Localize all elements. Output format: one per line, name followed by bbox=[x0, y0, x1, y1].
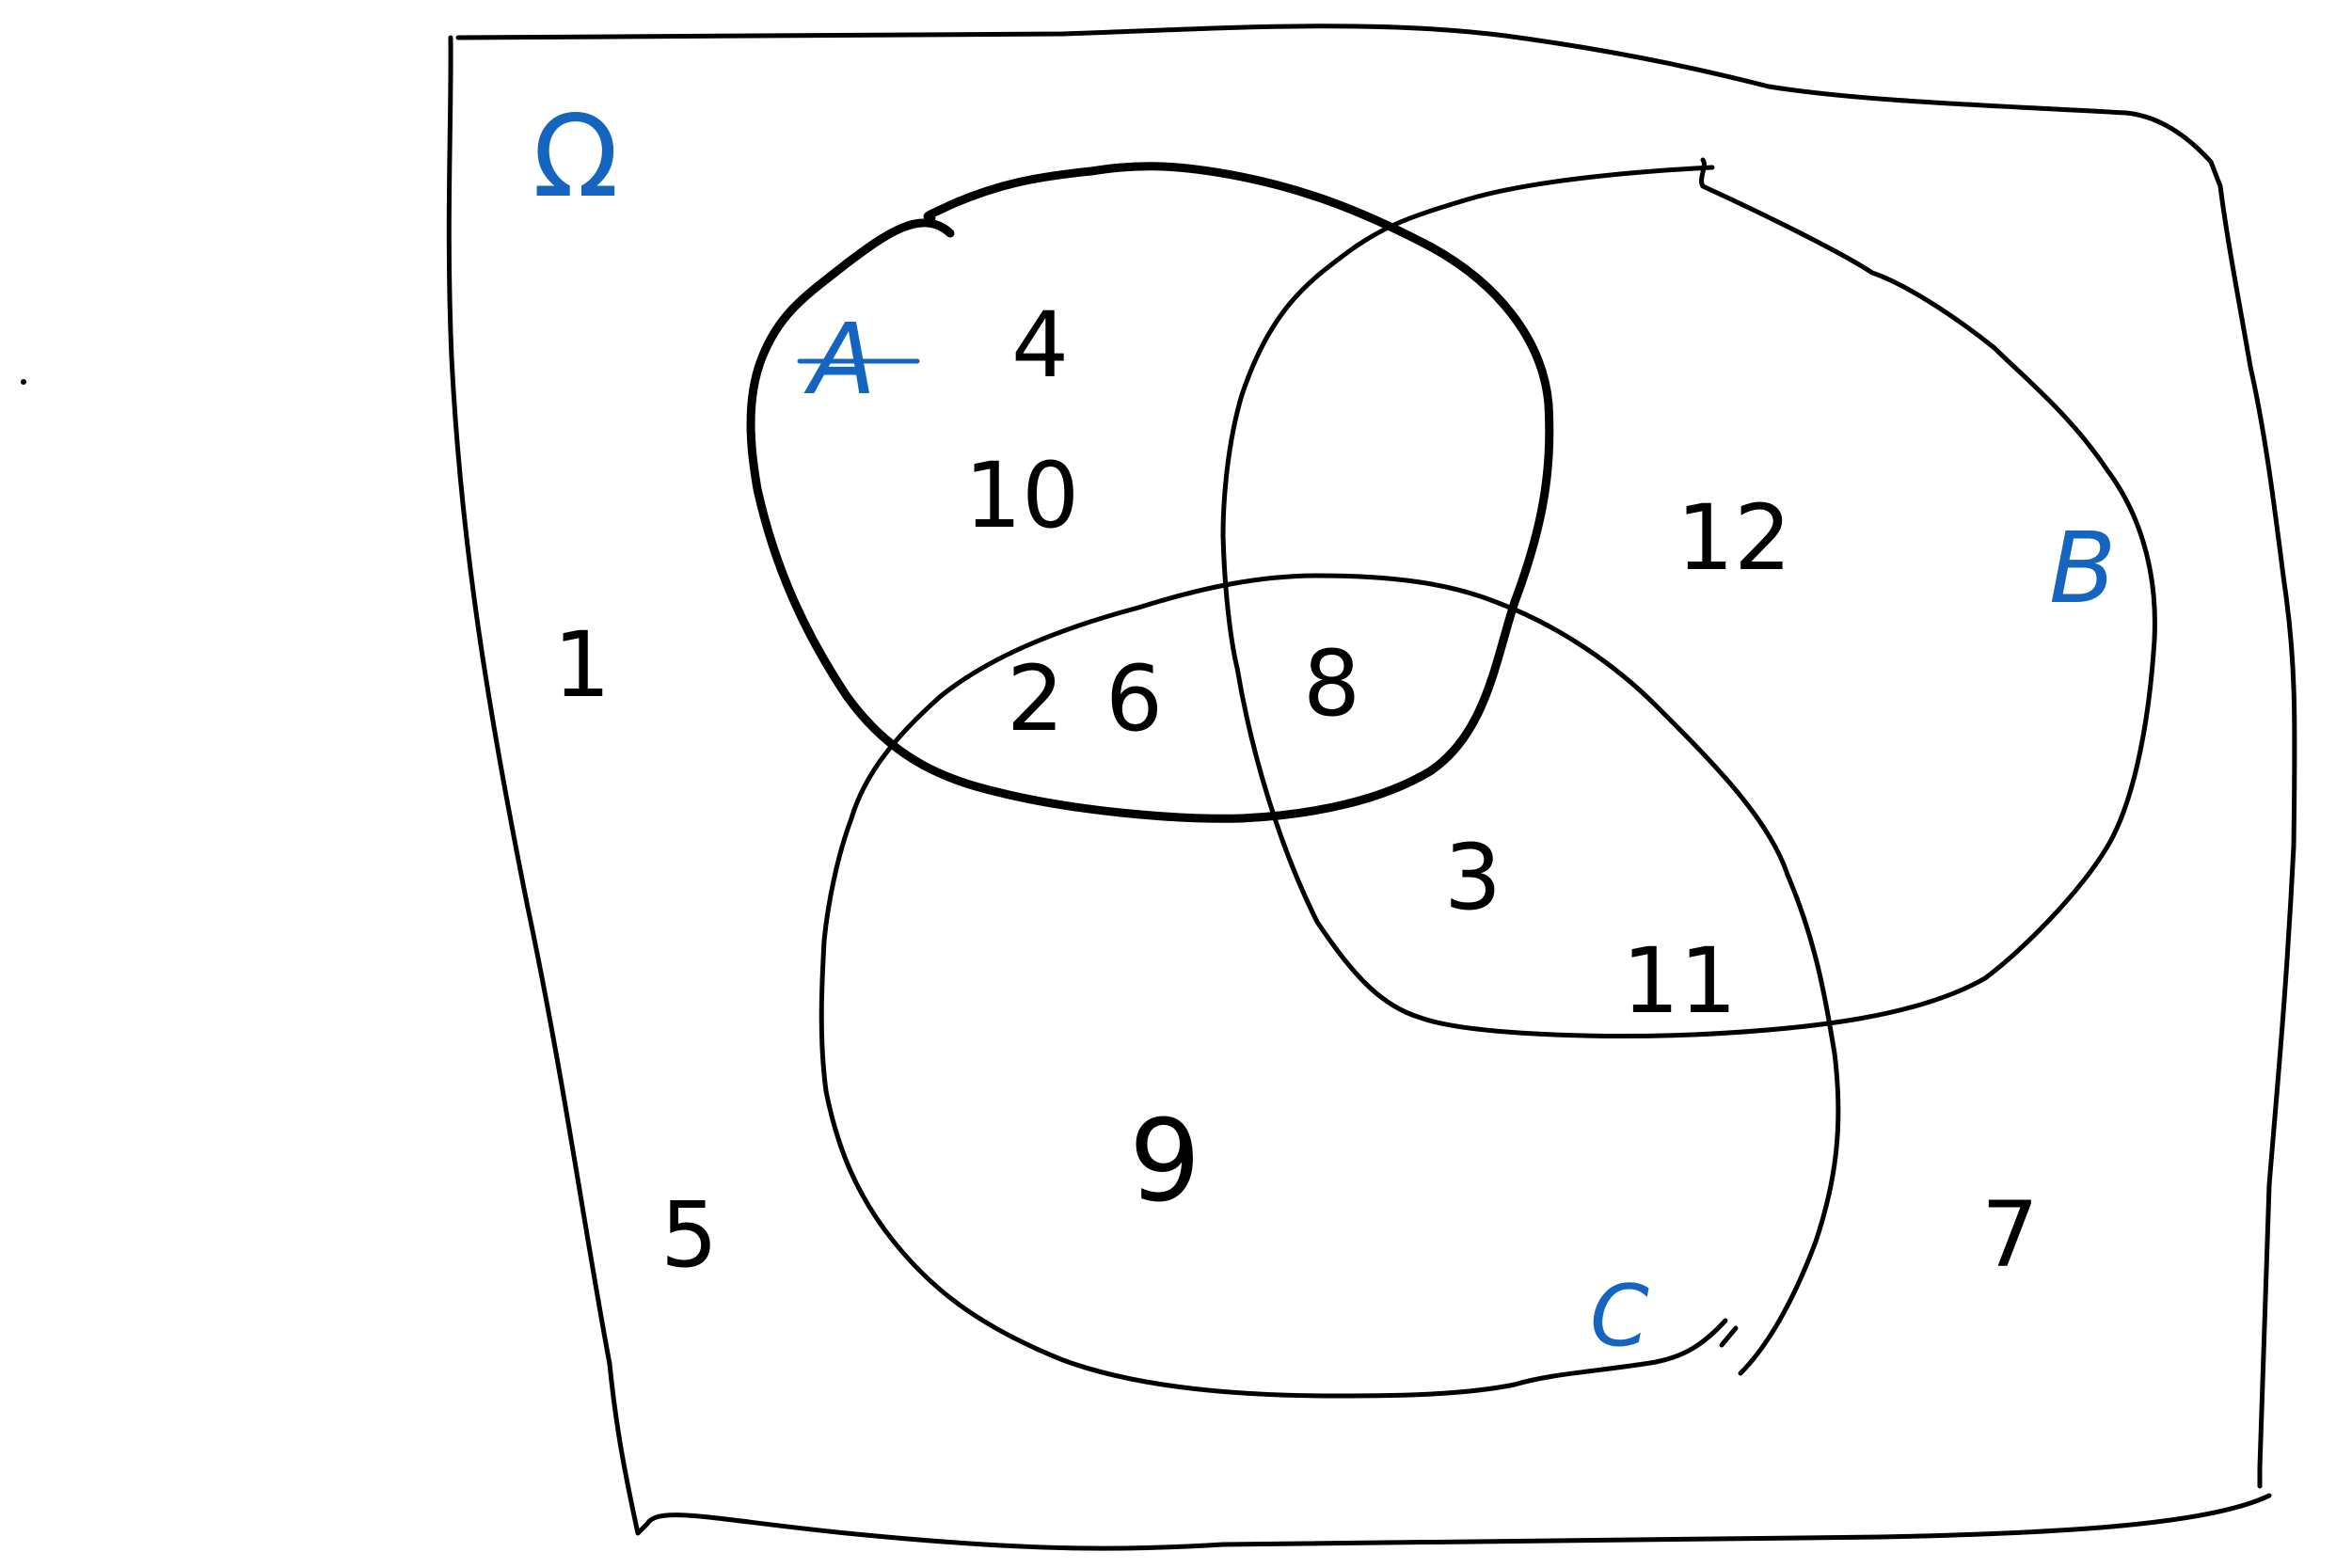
element-outside-3: 7 bbox=[1981, 1182, 2039, 1288]
element-outside-1: 1 bbox=[553, 612, 611, 718]
set-c-outline bbox=[818, 573, 1841, 1399]
element-b-c-2: 11 bbox=[1622, 928, 1737, 1034]
set-c-label: C bbox=[1590, 1267, 1649, 1366]
element-c-only: 9 bbox=[1129, 1097, 1200, 1227]
set-b-outline bbox=[1220, 157, 2157, 1038]
element-a-c-2: 6 bbox=[1105, 646, 1163, 752]
element-b-only: 12 bbox=[1677, 485, 1791, 591]
element-b-c-1: 3 bbox=[1444, 825, 1502, 930]
element-a-only-2: 10 bbox=[964, 443, 1079, 548]
universe-label: Ω bbox=[532, 92, 619, 223]
stray-dot bbox=[21, 379, 26, 385]
set-c-stub bbox=[1719, 1325, 1739, 1348]
element-a-b-c: 8 bbox=[1303, 631, 1360, 736]
set-b-label: B bbox=[2049, 511, 2116, 626]
universe-boundary bbox=[446, 24, 2297, 1551]
element-a-only-1: 4 bbox=[1011, 293, 1069, 398]
element-a-c-1: 2 bbox=[1007, 646, 1064, 752]
element-outside-2: 5 bbox=[660, 1182, 718, 1288]
set-a-outline bbox=[746, 162, 1554, 823]
